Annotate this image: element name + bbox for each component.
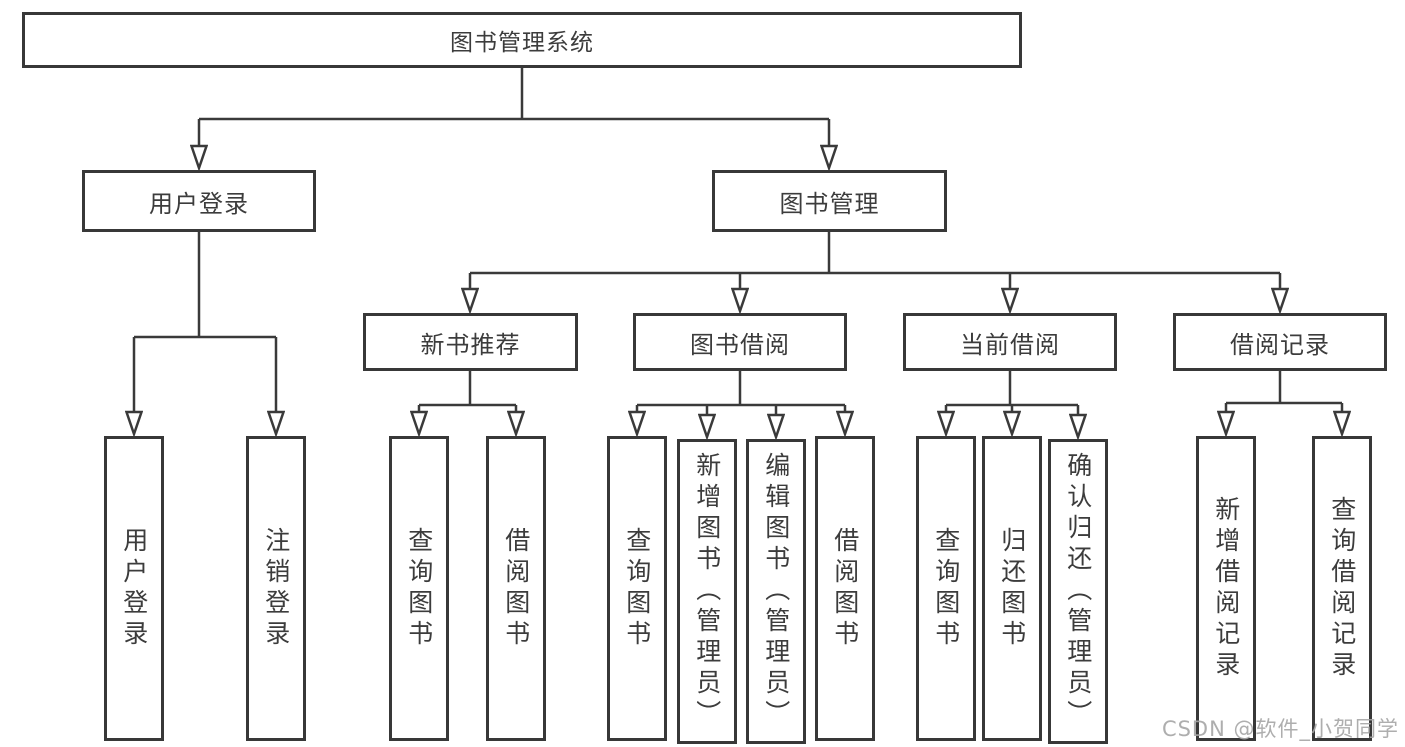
node-label: 当前借阅 [960, 330, 1060, 359]
leaf-user-login: 用户登录 [104, 436, 164, 741]
csdn-watermark: CSDN @软件_小贺同学 [1161, 717, 1399, 741]
leaf-records-query-borrow-record: 查询借阅记录 [1312, 436, 1372, 741]
node-label: 查询图书 [622, 526, 652, 651]
node-borrowing-records: 借阅记录 [1173, 313, 1387, 371]
node-user-login: 用户登录 [82, 170, 316, 232]
leaf-bookborrow-add-book-admin: 新增图书（管理员） [677, 439, 737, 744]
leaf-logout: 注销登录 [246, 436, 306, 741]
leaf-bookborrow-edit-book-admin: 编辑图书（管理员） [746, 439, 806, 744]
node-label: 借阅图书 [830, 526, 860, 651]
leaf-bookborrow-query-books: 查询图书 [607, 436, 667, 741]
node-label: 用户登录 [149, 189, 249, 218]
node-label: 确认归还（管理员） [1063, 452, 1093, 731]
node-label: 图书管理系统 [450, 30, 594, 56]
leaf-newbook-query-books: 查询图书 [389, 436, 449, 741]
node-label: 编辑图书（管理员） [761, 452, 791, 731]
node-label: 新增图书（管理员） [692, 452, 722, 731]
node-label: 新增借阅记录 [1211, 495, 1241, 682]
node-label: 图书借阅 [690, 330, 790, 359]
leaf-current-return-books: 归还图书 [982, 436, 1042, 741]
node-label: 图书管理 [779, 189, 880, 218]
node-new-book-recommend: 新书推荐 [363, 313, 578, 371]
node-label: 查询图书 [404, 526, 434, 651]
leaf-current-query-books: 查询图书 [916, 436, 976, 741]
node-label: 查询图书 [931, 526, 961, 651]
leaf-records-add-borrow-record: 新增借阅记录 [1196, 436, 1256, 741]
leaf-current-confirm-return-admin: 确认归还（管理员） [1048, 439, 1108, 744]
leaf-newbook-borrow-books: 借阅图书 [486, 436, 546, 741]
node-label: 借阅记录 [1230, 330, 1330, 359]
node-library-management-system: 图书管理系统 [22, 12, 1022, 68]
node-label: 注销登录 [261, 526, 291, 651]
node-label: 借阅图书 [501, 526, 531, 651]
node-book-borrowing: 图书借阅 [633, 313, 847, 371]
leaf-bookborrow-borrow-books: 借阅图书 [815, 436, 875, 741]
node-label: 新书推荐 [420, 330, 521, 359]
node-current-borrowing: 当前借阅 [903, 313, 1117, 371]
node-book-management: 图书管理 [712, 170, 947, 232]
node-label: 归还图书 [997, 526, 1027, 651]
node-label: 查询借阅记录 [1327, 495, 1357, 682]
node-label: 用户登录 [119, 526, 149, 651]
